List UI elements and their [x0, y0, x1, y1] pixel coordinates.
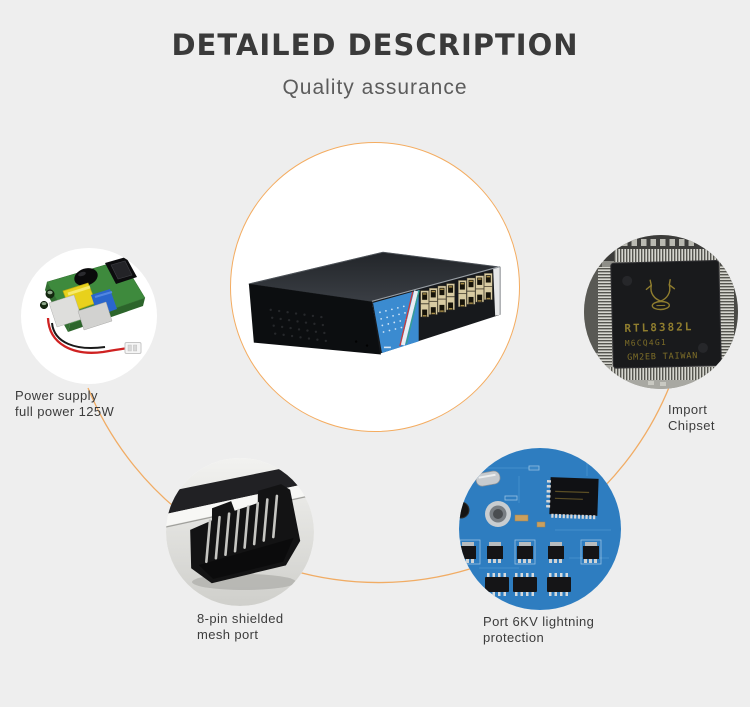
chipset-photo: RTL8382L M6CQ4G1 GM2EB TAIWAN — [584, 235, 738, 389]
label-import-chipset: Import Chipset — [668, 402, 750, 433]
smd-transistor-row — [460, 542, 599, 563]
label-line: full power 125W — [15, 403, 115, 419]
psu-inductor — [74, 268, 98, 286]
switch-white-panel — [493, 267, 501, 316]
label-line: mesh port — [197, 626, 259, 642]
chip-marking-model: RTL8382L — [624, 320, 693, 335]
realtek-crab-logo — [645, 279, 676, 311]
label-line: Port 6KV lightning — [483, 614, 595, 629]
label-line: Import Chipset — [668, 402, 715, 433]
pcb-ic — [546, 477, 599, 520]
power-supply-photo — [39, 257, 146, 354]
lightning-pcb-photo — [459, 448, 621, 610]
qfp-chip: RTL8382L M6CQ4G1 GM2EB TAIWAN — [610, 260, 722, 369]
label-lightning-protection: Port 6KV lightning protection — [483, 614, 594, 645]
vent-holes — [269, 308, 328, 343]
chassis-edge — [166, 462, 314, 514]
network-switch-photo — [248, 251, 501, 355]
front-edge-highlight — [371, 266, 501, 302]
pin-band-bottom — [610, 367, 714, 380]
silkscreen-boxes — [459, 465, 602, 565]
crystal-oscillator — [475, 470, 501, 487]
lightning-pcb-circle — [459, 448, 621, 610]
psu-wire-black — [51, 322, 106, 349]
chip-marking-batch: M6CQ4G1 — [625, 338, 667, 348]
power-supply-circle — [21, 248, 157, 384]
psu-wire-red — [46, 317, 129, 354]
rj45-jack — [190, 484, 301, 584]
jack-pins — [205, 494, 279, 564]
psu-connector — [124, 342, 142, 354]
chip-marking-origin: GM2EB TAIWAN — [627, 351, 698, 363]
mesh-port-photo — [166, 458, 314, 606]
section-subtitle: Quality assurance — [282, 76, 468, 99]
label-line: 8-pin shielded — [197, 611, 284, 626]
section-title: DETAILED DESCRIPTION — [171, 28, 579, 62]
chipset-circle: RTL8382L M6CQ4G1 GM2EB TAIWAN — [584, 235, 738, 389]
pin-band-right — [720, 265, 734, 363]
smd-resistor — [514, 514, 529, 522]
panel-stripe-red — [399, 291, 414, 347]
switch-vent-face — [248, 284, 381, 355]
rj45-port-openings — [422, 275, 491, 317]
rj45-pins — [422, 275, 491, 317]
mesh-port-circle — [166, 458, 314, 606]
label-power-supply: Power supply full power 125W — [15, 388, 114, 419]
pcb-traces — [469, 462, 611, 569]
pin-band-left — [598, 267, 612, 365]
label-mesh-port: 8-pin shielded mesh port — [197, 611, 284, 642]
panel-stripe-teal — [405, 289, 420, 345]
pin-band-top — [614, 249, 718, 262]
hero-circle — [230, 142, 520, 432]
panel-stripe-white — [400, 290, 419, 346]
label-line: protection — [483, 629, 545, 645]
label-line: Power supply — [15, 388, 98, 403]
